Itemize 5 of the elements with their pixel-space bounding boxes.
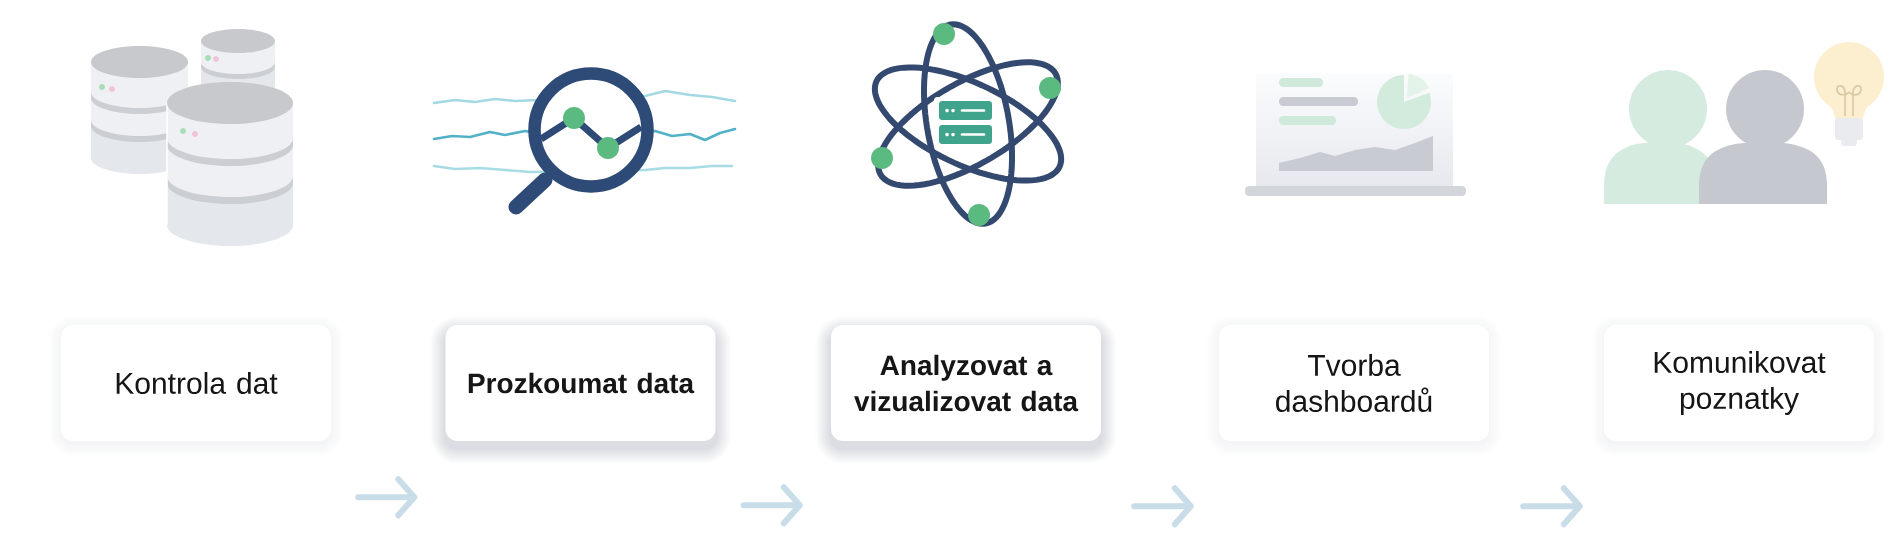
process-box: Prozkoumat data [445, 325, 716, 441]
process-box: Analyzovat a vizualizovat data [831, 325, 1101, 441]
process-box: Kontrola dat [61, 325, 331, 441]
process-box: Komunikovat poznatky [1604, 325, 1874, 441]
process-box: Tvorba dashboardů [1219, 325, 1489, 441]
